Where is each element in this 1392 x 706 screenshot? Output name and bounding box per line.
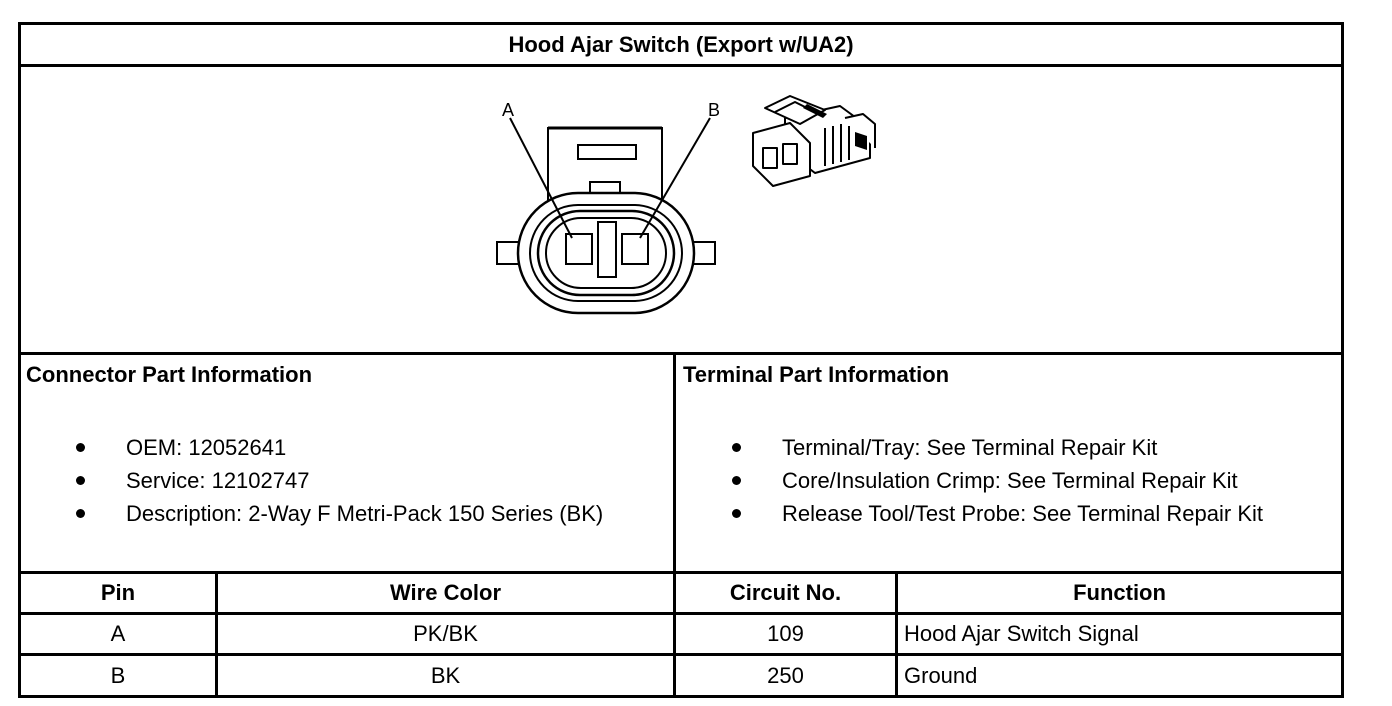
header-function: Function [1073,580,1166,605]
pin-a-label: A [502,100,514,120]
list-item: Release Tool/Test Probe: See Terminal Re… [732,497,1340,530]
header-wire-color: Wire Color [389,580,502,605]
table-col-line-3 [895,571,898,698]
table-header-line [18,612,1344,615]
list-item: Terminal/Tray: See Terminal Repair Kit [732,431,1340,464]
table-cell-function: Ground [904,662,978,688]
table-cell-function: Hood Ajar Switch Signal [904,621,1139,646]
connector-face-view: A B [496,100,720,315]
bullet-icon [732,476,741,485]
image-divider [18,352,1344,355]
bullet-icon [76,443,85,452]
table-top-line [18,571,1344,574]
header-circuit-no: Circuit No. [729,580,842,605]
diagram-frame [18,22,1344,698]
pin-b-label: B [708,100,720,120]
title-divider [18,64,1344,67]
bullet-icon [732,509,741,518]
list-item: Service: 12102747 [76,464,671,497]
table-cell-wire-color: PK/BK [413,621,478,646]
table-cell-circuit: 109 [767,621,804,646]
connector-isometric-icon [752,95,876,187]
terminal-info-list: Terminal/Tray: See Terminal Repair Kit C… [732,431,1340,530]
table-row-line [18,653,1344,656]
diagram-title: Hood Ajar Switch (Export w/UA2) [508,32,854,57]
table-cell-pin: A [110,621,126,646]
table-col-line-1 [215,571,218,698]
info-divider [673,352,676,698]
bullet-icon [76,476,85,485]
bullet-icon [76,509,85,518]
list-item: Core/Insulation Crimp: See Terminal Repa… [732,464,1340,497]
header-pin: Pin [100,580,136,605]
table-cell-wire-color: BK [430,662,461,688]
bullet-icon [732,443,741,452]
list-item: OEM: 12052641 [76,431,671,464]
connector-info-heading: Connector Part Information [26,362,313,387]
table-cell-pin: B [110,662,126,688]
table-cell-circuit: 250 [767,662,804,688]
list-item: Description: 2-Way F Metri-Pack 150 Seri… [76,497,671,530]
terminal-info-heading: Terminal Part Information [683,362,950,387]
connector-info-list: OEM: 12052641 Service: 12102747 Descript… [76,431,671,530]
